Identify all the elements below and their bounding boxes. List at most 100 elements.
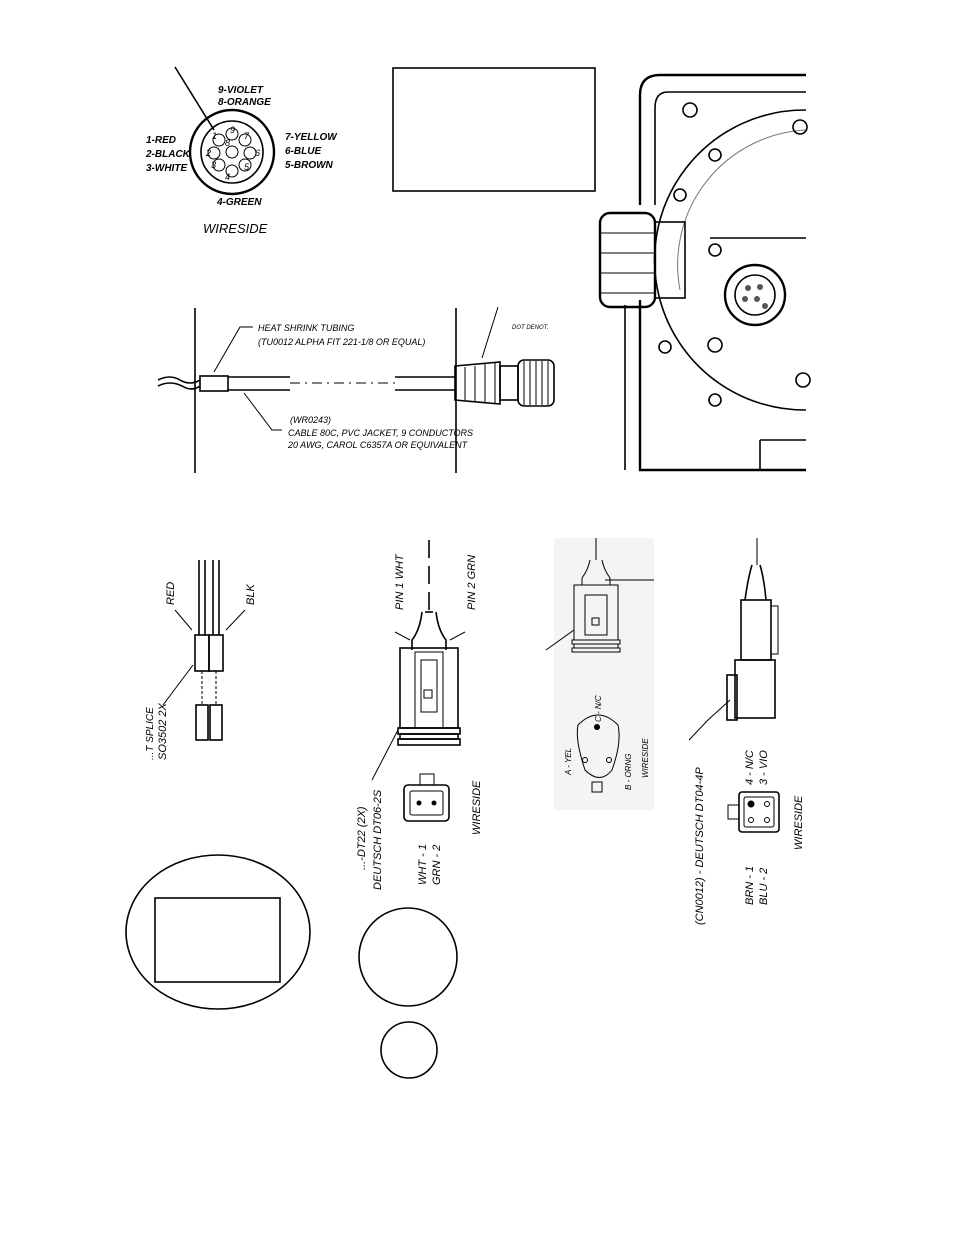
pin-socket	[225, 164, 239, 178]
gland-collar	[654, 221, 686, 299]
pin-number: 6	[255, 148, 260, 158]
splice-part-label: SO3502 2X	[157, 702, 169, 760]
plug-latch-window	[423, 689, 433, 699]
screw-icon	[708, 243, 722, 257]
pin2-label: PIN 2 GRN	[466, 555, 478, 610]
pin-number: 9	[230, 125, 235, 135]
pin-number: 7	[244, 131, 250, 141]
receptacle-inner	[734, 274, 776, 316]
housing-base-outline	[638, 300, 806, 472]
pin2-leader	[449, 631, 466, 641]
large-circle-marker	[358, 907, 458, 1007]
splice-sleeve	[194, 634, 210, 672]
plug-latch	[420, 659, 438, 713]
plug-seal	[571, 647, 621, 653]
part-leader	[371, 729, 399, 781]
connector-backshell	[454, 361, 501, 405]
dt06-key	[419, 773, 435, 786]
wireside-caption: WIRESIDE	[203, 221, 268, 236]
leader-line	[545, 629, 575, 651]
pin-socket	[238, 158, 252, 172]
cable-part-number: (WR0243)	[290, 415, 331, 425]
wire-strand	[157, 382, 201, 390]
connector-outer-ring	[188, 108, 276, 196]
pin-socket	[416, 800, 422, 806]
nine-pin-connector: 1 2 3 4 5 6 7 8 9 9-VIOLET 8-ORANGE 1-RE…	[145, 66, 338, 236]
pin-label-blue: 6-BLUE	[285, 146, 321, 157]
red-wire-label: RED	[165, 582, 177, 605]
pin-socket	[747, 800, 755, 808]
small-circle-marker	[380, 1021, 438, 1079]
cable-assembly: HEAT SHRINK TUBING (TU0012 ALPHA FIT 221…	[157, 306, 555, 473]
wire-lead	[581, 559, 591, 585]
pin-number: 2	[205, 148, 211, 158]
pin-c-label: C - N/C	[594, 695, 603, 722]
screw-icon	[708, 393, 722, 407]
plug-latch-window	[591, 617, 600, 626]
blank-label-box	[392, 67, 596, 192]
plug-latch	[726, 674, 738, 721]
dt04-face	[738, 791, 780, 833]
butt-splice-assembly: RED BLK ...T SPLICE SO3502 2X	[145, 560, 257, 760]
connector-inner-ring	[200, 120, 264, 184]
pin-number: 5	[244, 162, 250, 172]
connector-leader	[481, 306, 499, 359]
cable-description: CABLE 80C, PVC JACKET, 9 CONDUCTORS	[288, 428, 473, 438]
receptacle-pin	[754, 296, 760, 302]
pin-label-orange: 8-ORANGE	[218, 97, 271, 108]
dt04-pin1-label: BRN - 1	[744, 866, 756, 905]
blk-wire-label: BLK	[245, 584, 257, 605]
splice-terminal	[209, 704, 223, 741]
receptacle-outer	[723, 263, 787, 327]
pin-socket	[582, 757, 588, 763]
pin-label-violet: 9-VIOLET	[218, 85, 264, 96]
dt06-wire-2: GRN - 2	[431, 845, 443, 885]
dt04-pin3-label: 3 - VIO	[758, 750, 770, 785]
dt06-face	[403, 784, 450, 822]
pin-socket	[212, 158, 226, 172]
receptacle-pin	[745, 285, 751, 291]
pin-socket	[431, 800, 437, 806]
heat-shrink-spec: (TU0012 ALPHA FIT 221-1/8 OR EQUAL)	[258, 337, 425, 347]
pin-b-label: B - ORNG	[624, 754, 633, 790]
leader-line	[174, 66, 215, 131]
dt06-part-line: DEUTSCH DT06-2S	[372, 789, 384, 890]
pin-socket	[212, 133, 226, 147]
wire-lead	[435, 611, 447, 650]
receptacle-pin	[742, 296, 748, 302]
three-pin-key	[591, 781, 603, 793]
dt04-wireside: WIRESIDE	[793, 795, 805, 850]
cable-description: 20 AWG, CAROL C6357A OR EQUIVALENT	[287, 440, 469, 450]
cable-leader	[243, 392, 282, 431]
plug-latch	[584, 594, 608, 636]
pin-label-green: 4-GREEN	[216, 197, 262, 208]
heat-shrink-leader	[213, 326, 253, 373]
screw-icon	[708, 148, 722, 162]
red-leader	[174, 609, 193, 631]
pin-socket	[225, 145, 239, 159]
screw-icon	[682, 102, 698, 118]
screw-icon	[707, 337, 723, 353]
plug-seal	[397, 738, 461, 746]
plug-flange	[770, 605, 779, 655]
splice-leader	[162, 664, 194, 706]
screw-icon	[792, 119, 808, 135]
pin-a-label: A - YEL	[564, 748, 573, 776]
sensor-housing-drawing	[598, 73, 811, 472]
dt04-key	[727, 804, 740, 820]
dt06-face-inner	[409, 790, 444, 816]
label-oval	[125, 854, 311, 1010]
dt04-face-inner	[743, 796, 775, 828]
screw-icon	[673, 188, 687, 202]
pin-socket	[748, 817, 754, 823]
label-oval-box	[154, 897, 281, 983]
screw-icon	[658, 340, 672, 354]
pin-label-red: 1-RED	[146, 135, 176, 146]
screw-icon	[795, 372, 811, 388]
heat-shrink-label: HEAT SHRINK TUBING	[258, 323, 354, 333]
plug-seal	[397, 727, 461, 735]
pin-socket	[238, 133, 252, 147]
dt04-part-line: (CN0012) - DEUTSCH DT04-4P	[694, 767, 706, 925]
pin-socket	[764, 817, 770, 823]
